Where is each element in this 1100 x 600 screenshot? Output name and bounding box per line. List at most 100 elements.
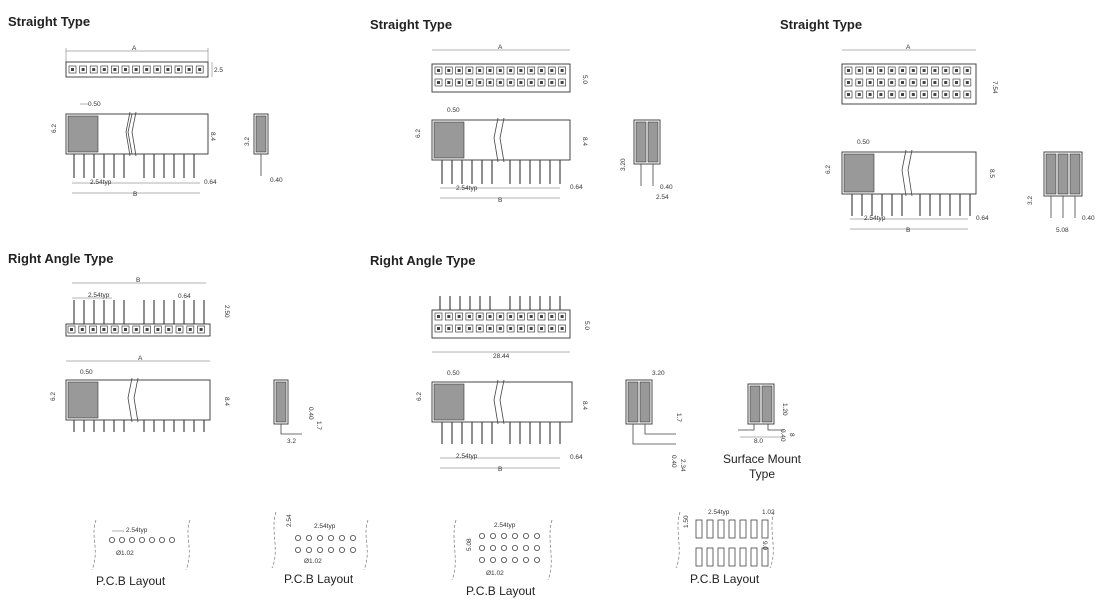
contact-hole xyxy=(933,81,937,84)
pcb-hole xyxy=(500,533,507,540)
contact-hole xyxy=(529,69,533,72)
contact-hole xyxy=(965,81,969,84)
contact-hole xyxy=(955,69,958,72)
contact-hole xyxy=(509,327,513,330)
pcb-pad xyxy=(717,547,725,567)
contact-hole xyxy=(167,328,171,331)
contact-hole xyxy=(933,93,937,96)
contact-hole xyxy=(498,327,502,330)
contact-hole xyxy=(156,328,160,331)
contact-hole xyxy=(467,315,471,318)
pcb-pad xyxy=(739,519,747,539)
contact-hole xyxy=(890,81,894,84)
contact-hole xyxy=(847,93,850,96)
contact-hole xyxy=(70,328,73,331)
contact-hole xyxy=(857,69,861,72)
dim-0-50-5: 0.50 xyxy=(447,370,460,377)
dim-1-7-2: 1.7 xyxy=(675,413,682,422)
contact-hole xyxy=(124,328,127,331)
dim-0-64-4: 0.64 xyxy=(178,293,191,300)
dim-0-40-5: 0.40 xyxy=(670,455,677,468)
pcb-pad xyxy=(750,519,758,539)
dim-2-50: 2.50 xyxy=(223,305,230,318)
surface-mount-line2: Type xyxy=(748,467,775,481)
dim-5-0-2: 5.0 xyxy=(583,321,590,330)
contact-hole xyxy=(91,328,95,331)
pcb2-2-54: 2.54 xyxy=(286,514,293,527)
contact-hole xyxy=(177,68,180,71)
contact-hole xyxy=(540,327,543,330)
pcb-layout-label-4: P.C.B Layout xyxy=(690,572,760,586)
contact-hole xyxy=(488,315,492,318)
pcb-hole xyxy=(534,545,541,552)
dim-0-50-3: 0.50 xyxy=(857,139,870,146)
contact-hole xyxy=(965,69,969,72)
contact-hole xyxy=(498,81,502,84)
contact-hole xyxy=(478,69,482,72)
contact-hole xyxy=(437,69,440,72)
dim-6-2: 6.2 xyxy=(51,124,58,133)
pcb-hole xyxy=(512,545,519,552)
contact-hole xyxy=(868,81,872,84)
dim-pitch: 2.54typ xyxy=(90,179,112,186)
dim-0-40: 0.40 xyxy=(270,177,283,184)
contact-hole xyxy=(955,93,958,96)
dim-B-3: B xyxy=(906,227,910,234)
contact-hole xyxy=(868,93,872,96)
dim-8-4-4: 8.4 xyxy=(223,397,230,406)
contact-hole xyxy=(437,327,440,330)
contact-hole xyxy=(155,68,159,71)
pcb-hole xyxy=(316,547,323,554)
pcb-hole xyxy=(489,545,496,552)
pcb-pad xyxy=(728,519,736,539)
contact-hole xyxy=(488,327,492,330)
contact-hole xyxy=(519,327,523,330)
pcb3-pitch: 2.54typ xyxy=(494,522,516,529)
dim-A-4: A xyxy=(138,355,143,362)
contact-hole xyxy=(955,81,958,84)
contact-hole xyxy=(134,328,138,331)
contact-hole xyxy=(529,315,533,318)
pcb1-pitch: 2.54typ xyxy=(126,527,148,534)
contact-hole xyxy=(92,68,96,71)
pcb-hole xyxy=(489,557,496,564)
dim-6-2-2: 6.2 xyxy=(415,129,422,138)
pcb-hole xyxy=(338,535,345,542)
pcb-pad xyxy=(739,547,747,567)
contact-hole xyxy=(488,81,492,84)
contact-hole xyxy=(498,315,502,318)
contact-hole xyxy=(911,93,915,96)
contact-hole xyxy=(437,315,440,318)
dim-0-50-4: 0.50 xyxy=(80,369,93,376)
dim-6-2-3: 6.2 xyxy=(825,165,832,174)
pcb-pad xyxy=(761,519,769,539)
surface-mount-drawing: 8.0 1.20 0.40 8 xyxy=(738,383,795,445)
contact-hole xyxy=(540,315,543,318)
dim-0-64-3: 0.64 xyxy=(976,215,989,222)
dim-6-2-5: 6.2 xyxy=(416,392,423,401)
contact-hole xyxy=(965,93,969,96)
contact-hole xyxy=(540,81,543,84)
contact-hole xyxy=(113,68,117,71)
pcb-hole xyxy=(327,547,334,554)
contact-hole xyxy=(519,315,523,318)
contact-hole xyxy=(199,328,203,331)
pcb-hole xyxy=(338,547,345,554)
dim-pitch-2: 2.54typ xyxy=(456,185,478,192)
dim-3-20: 3.20 xyxy=(620,158,627,171)
pcb-hole xyxy=(294,535,301,542)
contact-hole xyxy=(478,315,482,318)
pcb-hole xyxy=(478,545,485,552)
contact-hole xyxy=(519,69,523,72)
dim-0-40-6: 0.40 xyxy=(779,429,786,442)
pcb-pad xyxy=(695,519,703,539)
contact-hole xyxy=(467,81,471,84)
pcb-hole xyxy=(316,535,323,542)
contact-hole xyxy=(944,93,948,96)
contact-hole xyxy=(857,81,861,84)
pcb-layout-1-drawing: 2.54typ Ø1.02 xyxy=(91,519,191,571)
dim-3-20-2: 3.20 xyxy=(652,370,665,377)
dim-8-4-2: 8.4 xyxy=(581,137,588,146)
surface-mount-type-label: Surface Mount Type xyxy=(712,452,812,482)
contact-hole xyxy=(847,69,850,72)
